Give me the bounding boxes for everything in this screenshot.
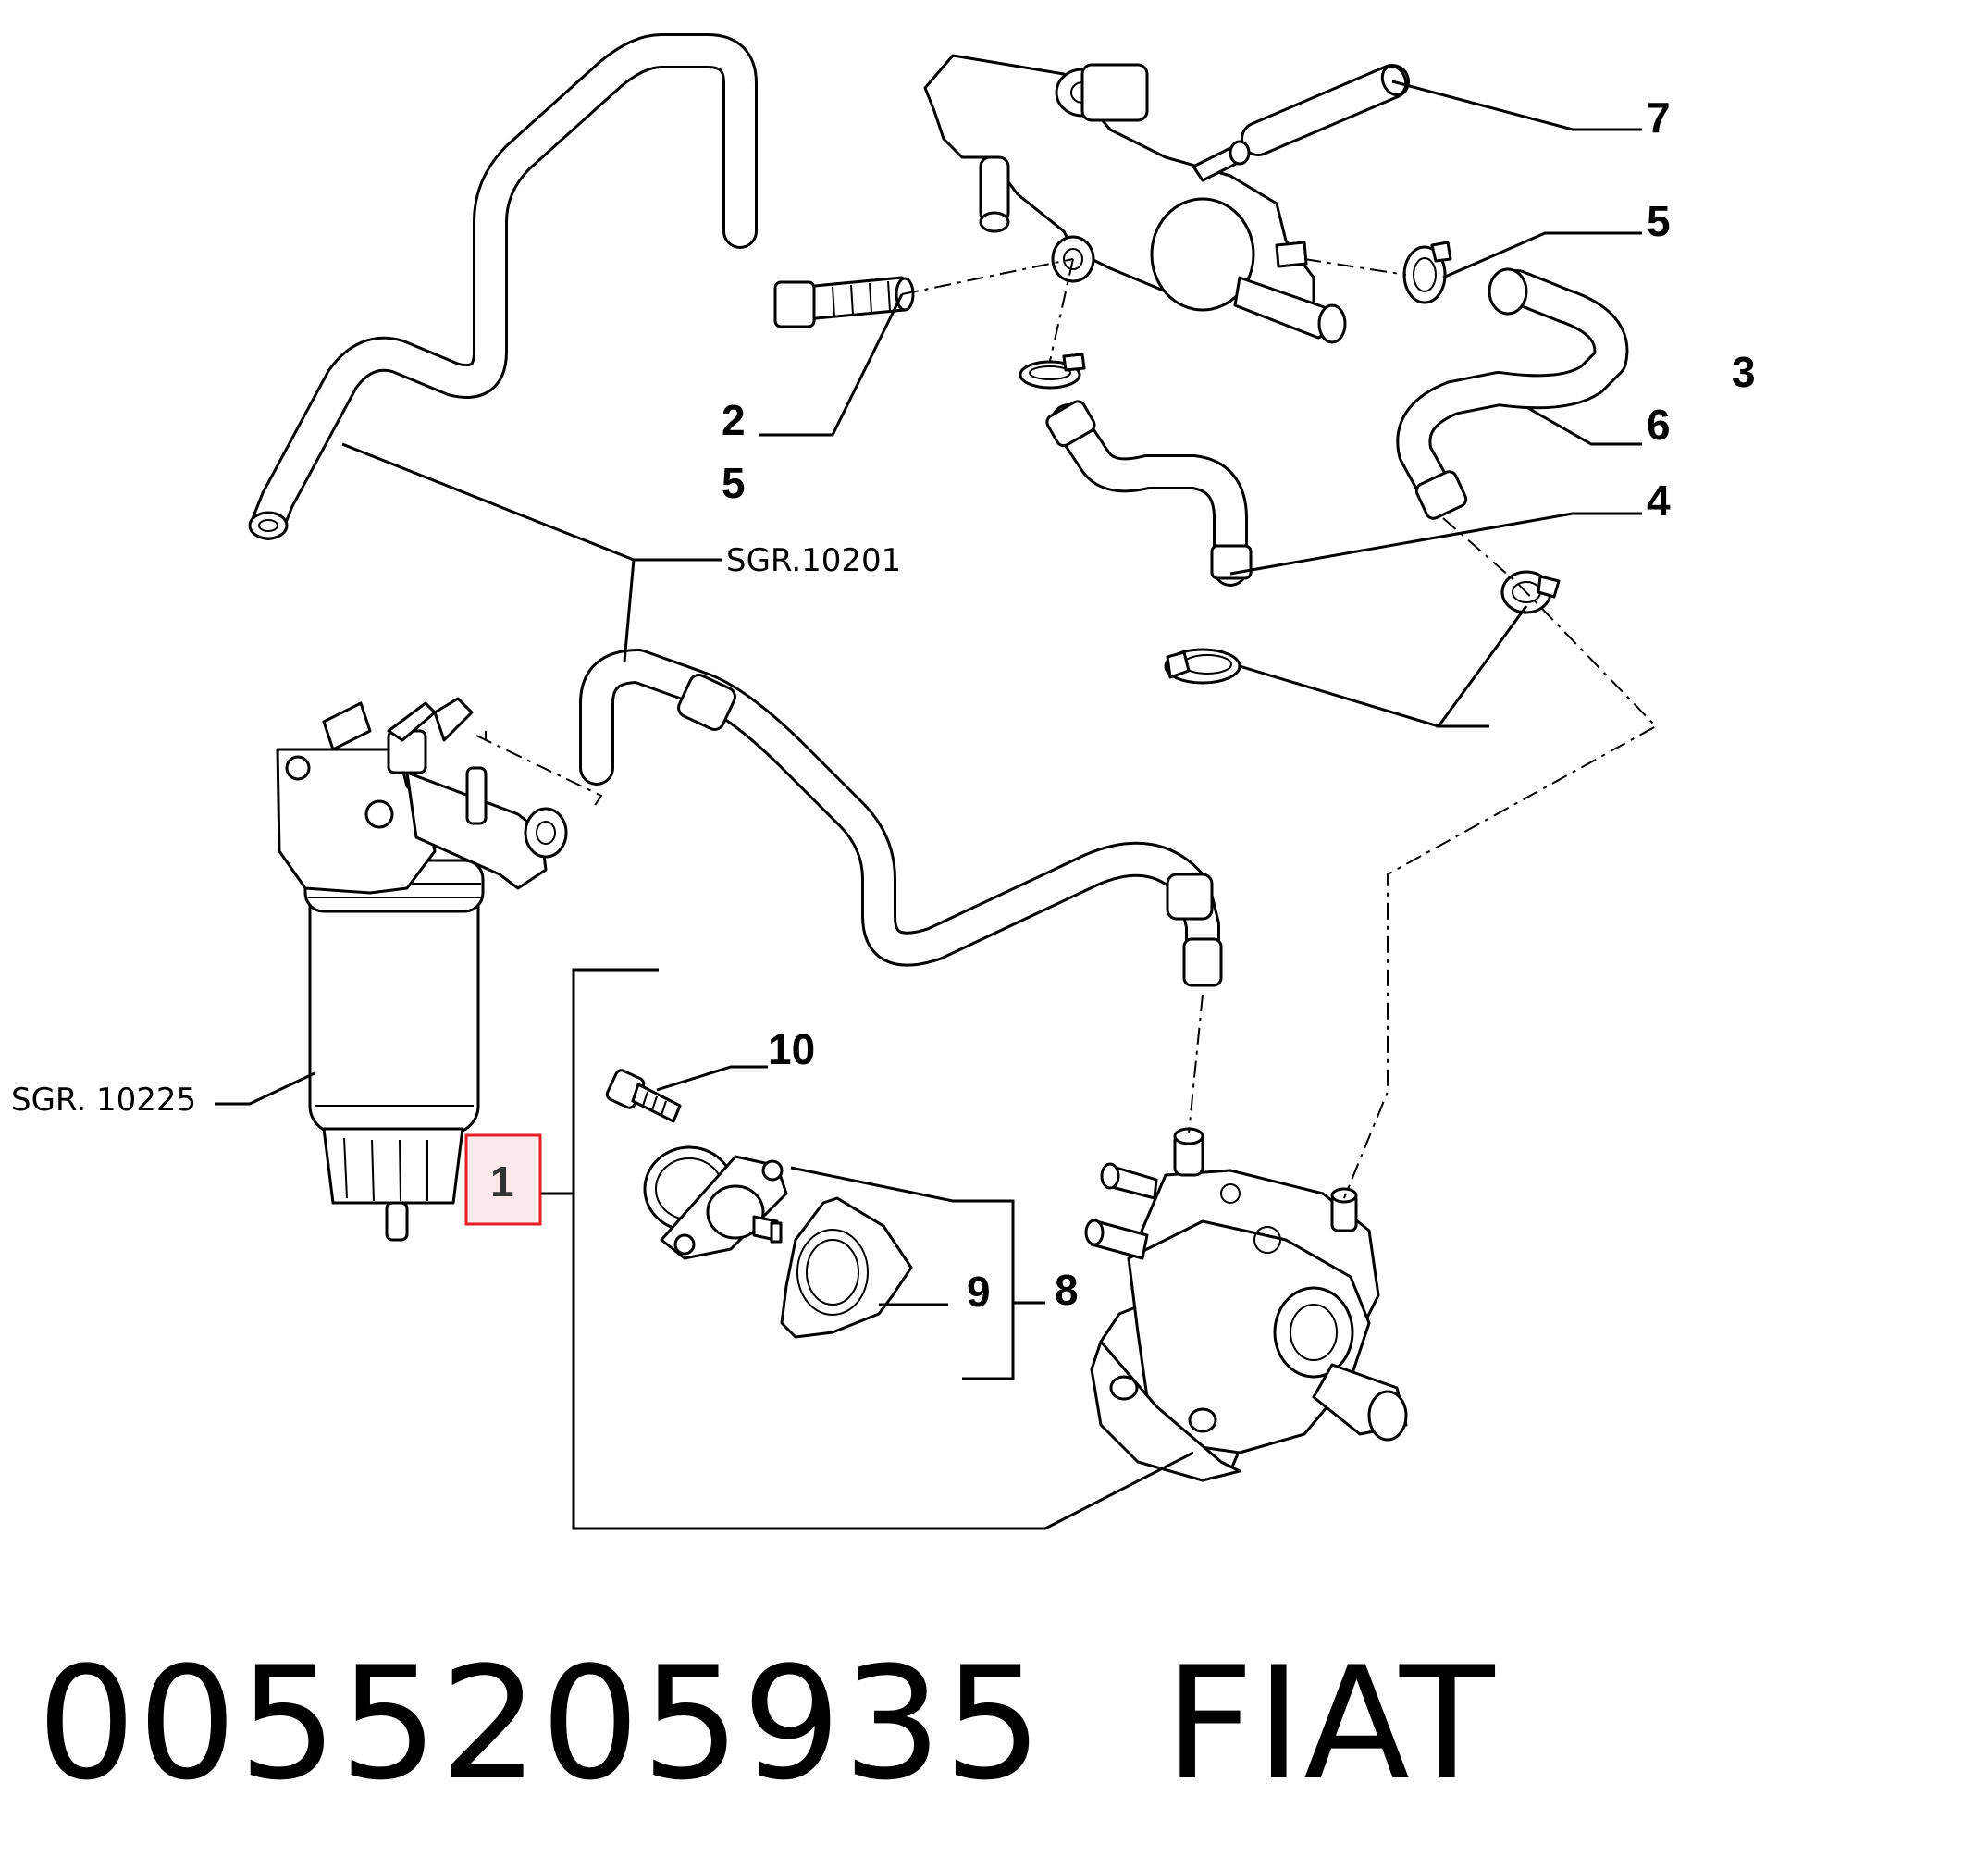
- fuel-hose-middle: [579, 649, 1223, 987]
- high-pressure-pump: [1084, 1127, 1408, 1482]
- clamp-5-top-right: [1402, 241, 1452, 304]
- part-number-caption: 0055205935 FIAT: [37, 1633, 1497, 1814]
- seal-9: [780, 1196, 913, 1339]
- hose-6: [1396, 267, 1629, 520]
- callout-1: 1: [490, 1157, 514, 1206]
- pressure-regulator-valve: [643, 1145, 788, 1260]
- manifold-housing: [923, 54, 1347, 344]
- callout-5-mid: 5: [722, 459, 746, 507]
- fuel-filter-assembly: [276, 697, 568, 1242]
- callout-10: 10: [768, 1025, 815, 1073]
- hose-7: [1241, 64, 1410, 156]
- ref-sgr-10225: SGR. 10225: [11, 1082, 196, 1119]
- assembly-lines: [475, 258, 1658, 1199]
- callout-8: 8: [1055, 1266, 1079, 1314]
- clamp-left: [1164, 648, 1241, 685]
- bolt-2: [773, 276, 915, 328]
- callout-4: 4: [1647, 477, 1671, 525]
- callout-labels: 7 5 3 6 4 2 5 10 9 8 1: [464, 93, 1756, 1316]
- callout-7: 7: [1647, 93, 1671, 142]
- leader-lines: [215, 80, 1642, 1530]
- hose-4: [1045, 400, 1253, 587]
- part-number: 0055205935: [37, 1633, 1044, 1814]
- callout-6: 6: [1647, 401, 1671, 449]
- clamp-5-center: [1019, 353, 1086, 390]
- return-hose-long: [248, 33, 758, 540]
- reference-labels: SGR.10201 SGR. 10225: [11, 542, 901, 1119]
- callout-3: 3: [1732, 348, 1756, 396]
- brand-name: FIAT: [1164, 1633, 1497, 1814]
- callout-9: 9: [967, 1268, 991, 1316]
- callout-2: 2: [722, 396, 746, 444]
- callout-1-highlight: [464, 1133, 542, 1226]
- ref-sgr-10201: SGR.10201: [726, 542, 901, 579]
- callout-5-top: 5: [1647, 197, 1671, 245]
- bolt-10: [605, 1069, 682, 1123]
